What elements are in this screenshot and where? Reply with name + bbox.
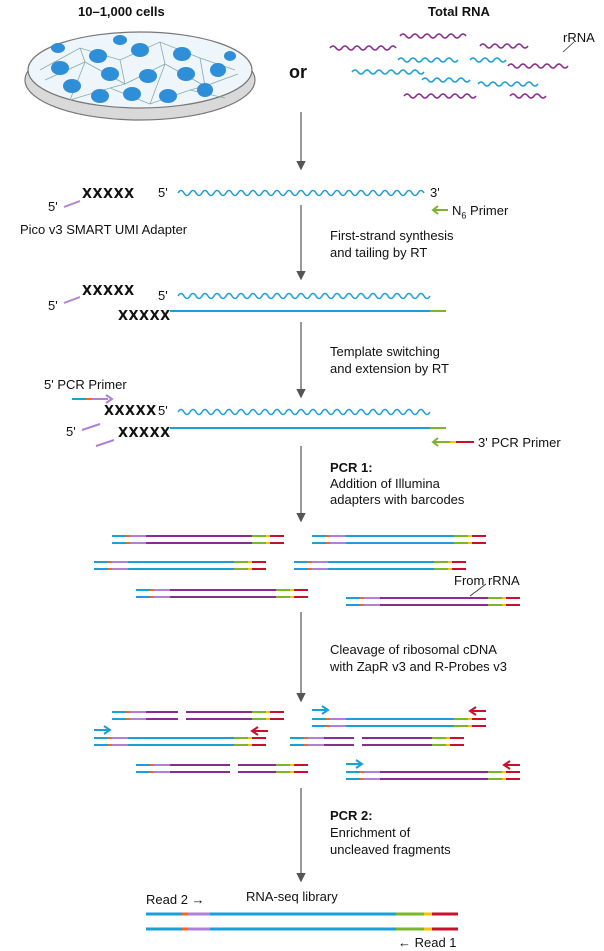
uncleaved-fragment: [346, 759, 520, 780]
mrna-strand: [477, 81, 539, 87]
adapter-label: Pico v3 SMART UMI Adapter: [20, 222, 188, 237]
from-rrna-label: From rRNA: [454, 573, 520, 588]
step-template-switch-line1: Template switching: [330, 344, 440, 359]
pcr2-line1: Enrichment of: [330, 825, 411, 840]
cleavage-products: [94, 705, 520, 780]
pcr1-line1: Addition of Illumina: [330, 476, 440, 491]
dsdna-fragment: [294, 561, 466, 570]
cleaved-fragment: [136, 764, 308, 773]
cleaved-fragment: [290, 737, 464, 746]
mrna-strand: [351, 69, 425, 75]
first-strand-product: [63, 292, 446, 312]
step-cleavage-line2: with ZapR v3 and R-Probes v3: [330, 659, 508, 674]
umi-sequence: XXXXX: [104, 404, 157, 419]
read1-label: ← Read 1: [398, 935, 457, 950]
dsdna-fragment: [312, 535, 486, 544]
step-cleavage-line1: Cleavage of ribosomal cDNA: [330, 642, 497, 657]
total-rna-strands: [329, 33, 575, 99]
rrna-strand: [509, 93, 547, 99]
read2-label: Read 2 →: [146, 892, 205, 907]
rrna-strand: [403, 93, 477, 99]
pcr2-title: PCR 2:: [330, 808, 373, 823]
umi-sequence: XXXXX: [82, 187, 135, 202]
pcr5-primer-label: 5' PCR Primer: [44, 377, 127, 392]
total-rna-label: Total RNA: [428, 4, 490, 19]
petri-dish: [24, 31, 256, 121]
rrna-callout-line: [562, 41, 575, 53]
five-prime-label: 5': [158, 185, 168, 200]
pcr2-line2: uncleaved fragments: [330, 842, 451, 857]
five-prime-label: 5': [158, 288, 168, 303]
five-prime-label: 5': [66, 424, 76, 439]
mrna-strand: [421, 77, 471, 83]
umi-sequence: XXXXX: [82, 284, 135, 299]
dsdna-fragment: [112, 535, 284, 544]
rrna-strand: [507, 63, 569, 69]
umi-sequence: XXXXX: [118, 309, 171, 324]
pcr3-primer-label: 3' PCR Primer: [478, 435, 561, 450]
mrna-strand: [397, 57, 459, 63]
step-template-switch-line2: and extension by RT: [330, 361, 449, 376]
cells-label: 10–1,000 cells: [78, 4, 165, 19]
mrna-strand: [469, 57, 507, 63]
uncleaved-fragment: [312, 705, 486, 727]
rrna-label: rRNA: [563, 30, 595, 45]
n6-primer-label: N6 Primer: [452, 203, 509, 221]
rna-seq-library-fragment: [146, 912, 458, 931]
pcr1-line2: adapters with barcodes: [330, 492, 465, 507]
five-prime-label: 5': [158, 403, 168, 418]
rrna-strand: [329, 45, 397, 51]
pcr1-products: [94, 535, 520, 606]
rrna-dsdna-fragment: [346, 597, 520, 606]
step-first-strand-line2: and tailing by RT: [330, 245, 428, 260]
rna-template-1: [63, 189, 448, 215]
three-prime-label: 3': [430, 185, 440, 200]
five-prime-label: 5': [48, 199, 58, 214]
step-first-strand-line1: First-strand synthesis: [330, 228, 454, 243]
pcr1-title: PCR 1:: [330, 460, 373, 475]
uncleaved-fragment: [94, 725, 268, 746]
library-title: RNA-seq library: [246, 889, 338, 904]
dsdna-fragment: [136, 589, 308, 598]
dsdna-fragment: [94, 561, 266, 570]
cleaved-fragment: [112, 711, 284, 720]
template-switch-product: [72, 394, 474, 447]
umi-sequence: XXXXX: [118, 426, 171, 441]
or-label: or: [289, 62, 307, 82]
rrna-strand: [479, 43, 529, 49]
five-prime-label: 5': [48, 298, 58, 313]
rrna-strand: [399, 33, 467, 39]
from-rrna-callout-line: [469, 583, 487, 597]
